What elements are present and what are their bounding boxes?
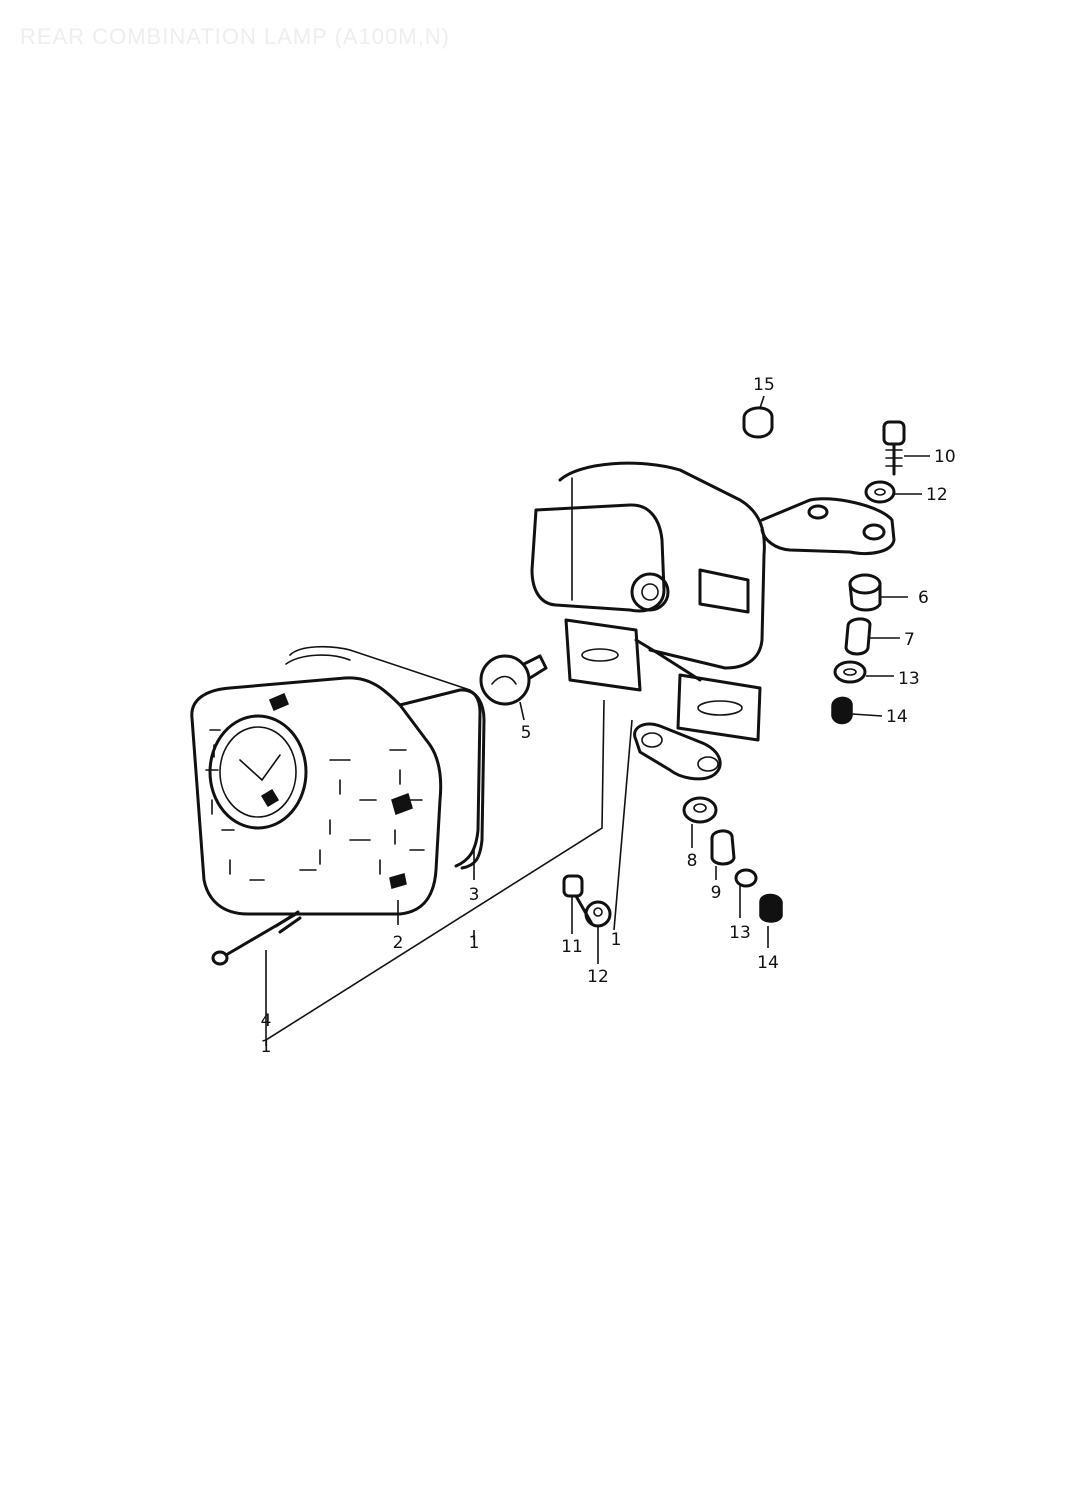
page-title: REAR COMBINATION LAMP (A100M,N) <box>20 24 450 49</box>
lamp-housing <box>190 645 482 916</box>
callout-14-top: 14 <box>886 707 908 727</box>
callout-3: 3 <box>469 885 480 905</box>
lamp-bulb <box>479 654 548 706</box>
callout-7: 7 <box>904 630 915 650</box>
callout-12-bottom: 12 <box>587 967 609 987</box>
callout-9: 9 <box>711 883 722 903</box>
hardware-washer-13-top <box>833 660 867 684</box>
hardware-nut-14-top <box>831 696 853 725</box>
lamp-bracket <box>530 461 896 781</box>
hardware-bolt-10 <box>882 420 906 476</box>
callout-11: 11 <box>561 937 583 957</box>
callout-13-top: 13 <box>898 669 920 689</box>
callout-1-bottom: 1 <box>261 1037 272 1057</box>
callout-labels: 1 1 1 2 3 4 5 6 7 8 9 10 11 12 12 13 13 … <box>261 375 956 1057</box>
callout-15: 15 <box>753 375 775 395</box>
callout-2: 2 <box>393 933 404 953</box>
hardware-grommet-6 <box>848 573 882 612</box>
callout-4: 4 <box>261 1011 272 1031</box>
callout-1-left: 1 <box>469 933 480 953</box>
hardware-grommet-8 <box>682 796 718 824</box>
callout-10: 10 <box>934 447 956 467</box>
hardware-nut-15 <box>742 406 774 439</box>
hardware-washer-13-bottom <box>734 868 758 888</box>
hardware-washer-12-top <box>864 480 896 504</box>
callout-8: 8 <box>687 851 698 871</box>
lamp-screw <box>211 910 302 966</box>
callout-12-top: 12 <box>926 485 948 505</box>
leader-lines <box>265 395 930 1046</box>
hardware-collar-9 <box>710 829 736 866</box>
callout-13-bottom: 13 <box>729 923 751 943</box>
hardware-nut-14-bottom <box>759 893 783 923</box>
lamp-gasket <box>460 688 486 870</box>
callout-1-right: 1 <box>611 930 622 950</box>
callout-6: 6 <box>918 588 929 608</box>
hardware-washer-12-bottom <box>584 900 612 928</box>
hardware-bolt-11 <box>562 874 594 926</box>
callout-14-bottom: 14 <box>757 953 779 973</box>
callout-5: 5 <box>521 723 532 743</box>
hardware-collar-7 <box>844 617 872 656</box>
